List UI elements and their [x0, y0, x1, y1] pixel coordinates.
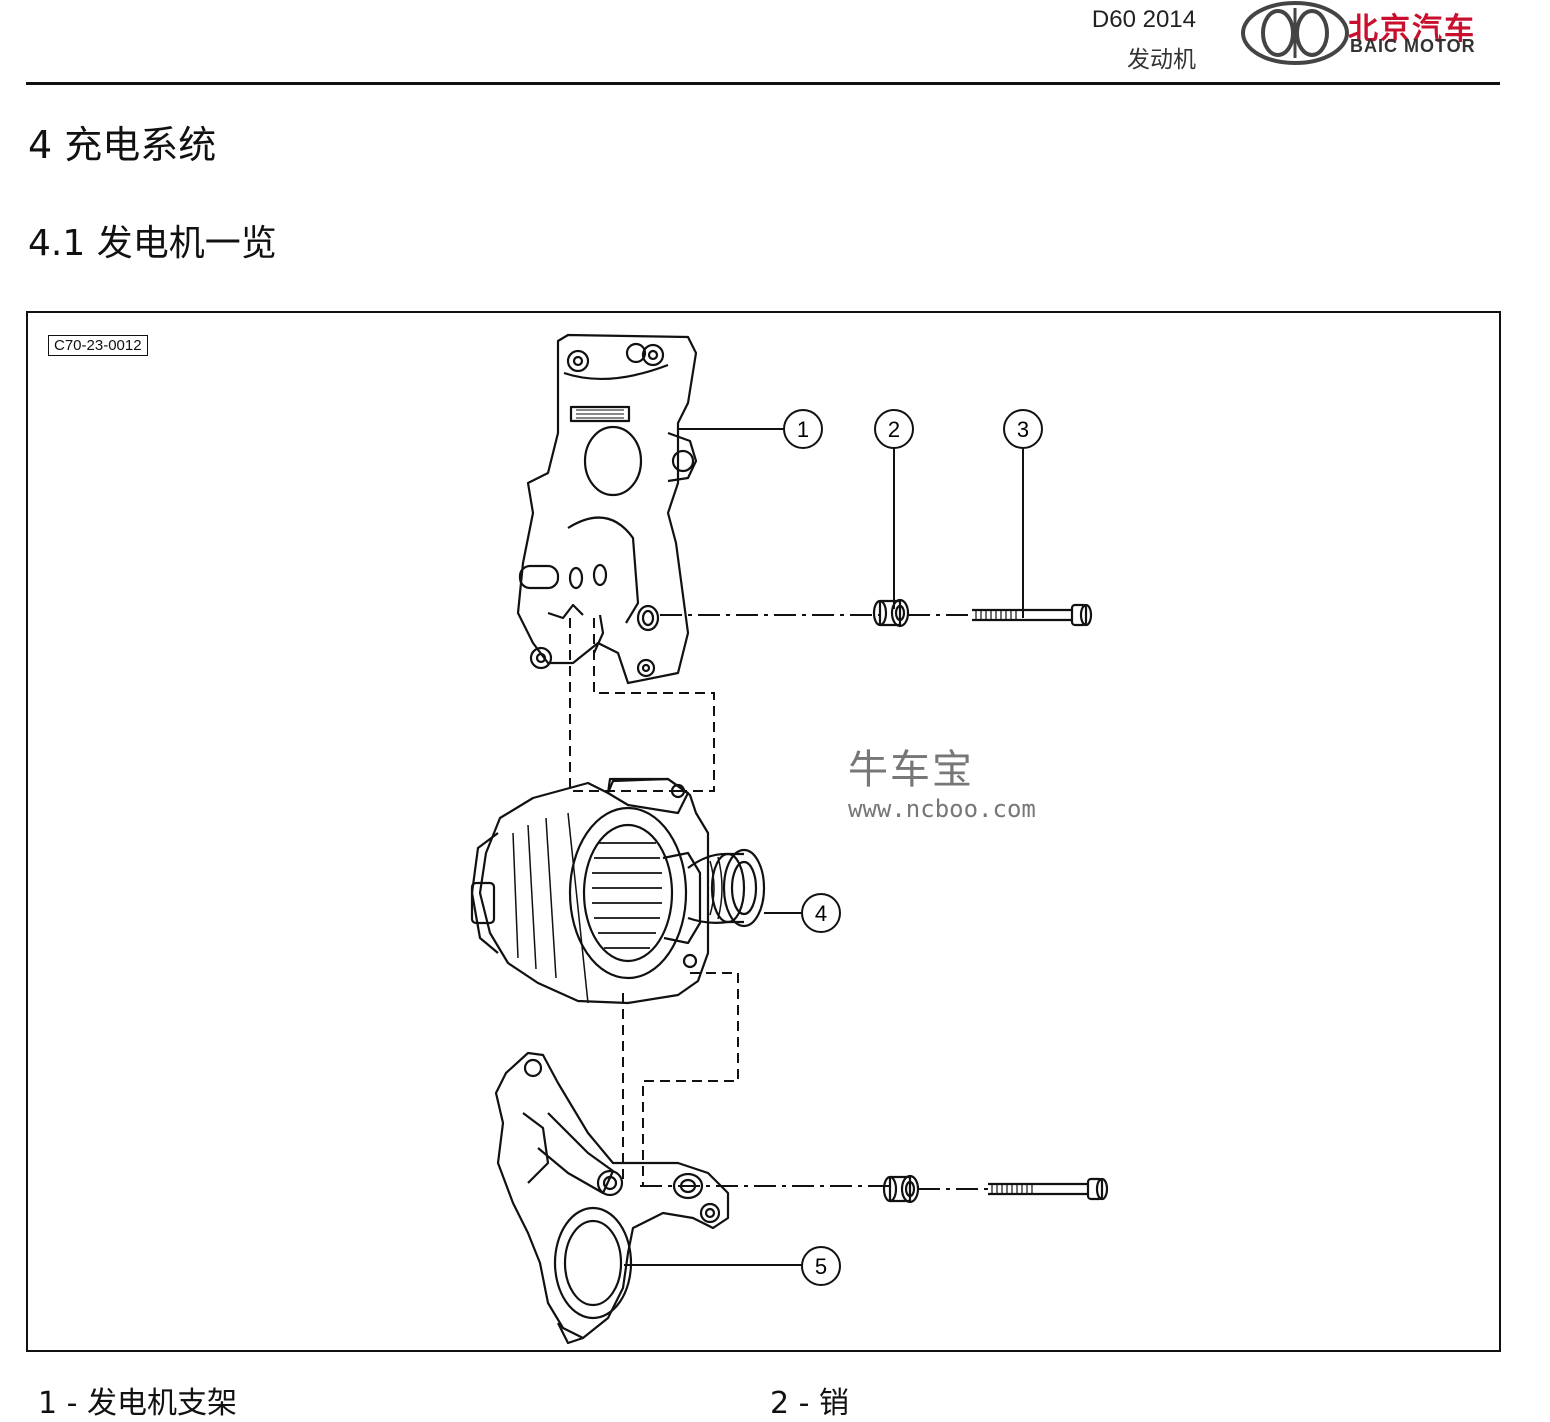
figure-id-label: C70-23-0012 [48, 335, 148, 356]
section-title: 4.1 发电机一览 [28, 223, 277, 264]
exploded-diagram-figure: 1 2 3 4 5 C70-23-0012 牛车宝 www.ncboo.com [26, 311, 1501, 1352]
chapter-title: 4 充电系统 [28, 123, 217, 167]
alternator-bracket-part [516, 333, 698, 685]
legend-item-2: 2 - 销 [770, 1386, 849, 1421]
callout-3-label: 3 [1017, 417, 1029, 442]
callout-2-label: 2 [888, 417, 900, 442]
document-section-label: 发动机 [1127, 47, 1196, 73]
exploded-diagram-drawing: 1 2 3 4 5 [470, 333, 1109, 1345]
callout-leaders [624, 428, 1024, 1266]
brand-name-cn: 北京汽车 [1348, 12, 1476, 47]
callout-1: 1 [783, 409, 823, 449]
bolt-part [972, 603, 1109, 1201]
watermark-text: 牛车宝 [848, 747, 974, 793]
header-divider [26, 82, 1500, 85]
callout-5: 5 [801, 1246, 841, 1286]
assembly-guide-lines [569, 614, 988, 1190]
callout-5-label: 5 [815, 1254, 827, 1279]
baic-logo-icon [1241, 1, 1349, 65]
callout-3: 3 [1003, 409, 1043, 449]
callout-2: 2 [874, 409, 914, 449]
brand-name-en: BAIC MOTOR [1350, 36, 1476, 56]
callout-1-label: 1 [797, 417, 809, 442]
lower-bracket-part [494, 1051, 730, 1345]
callout-4-label: 4 [815, 901, 827, 926]
legend-item-1: 1 - 发电机支架 [38, 1386, 237, 1421]
document-model-label: D60 2014 [1091, 6, 1196, 33]
watermark-url: www.ncboo.com [848, 795, 1036, 823]
callout-4: 4 [801, 893, 841, 933]
pin-part [872, 598, 920, 1204]
alternator-part [470, 777, 766, 1005]
